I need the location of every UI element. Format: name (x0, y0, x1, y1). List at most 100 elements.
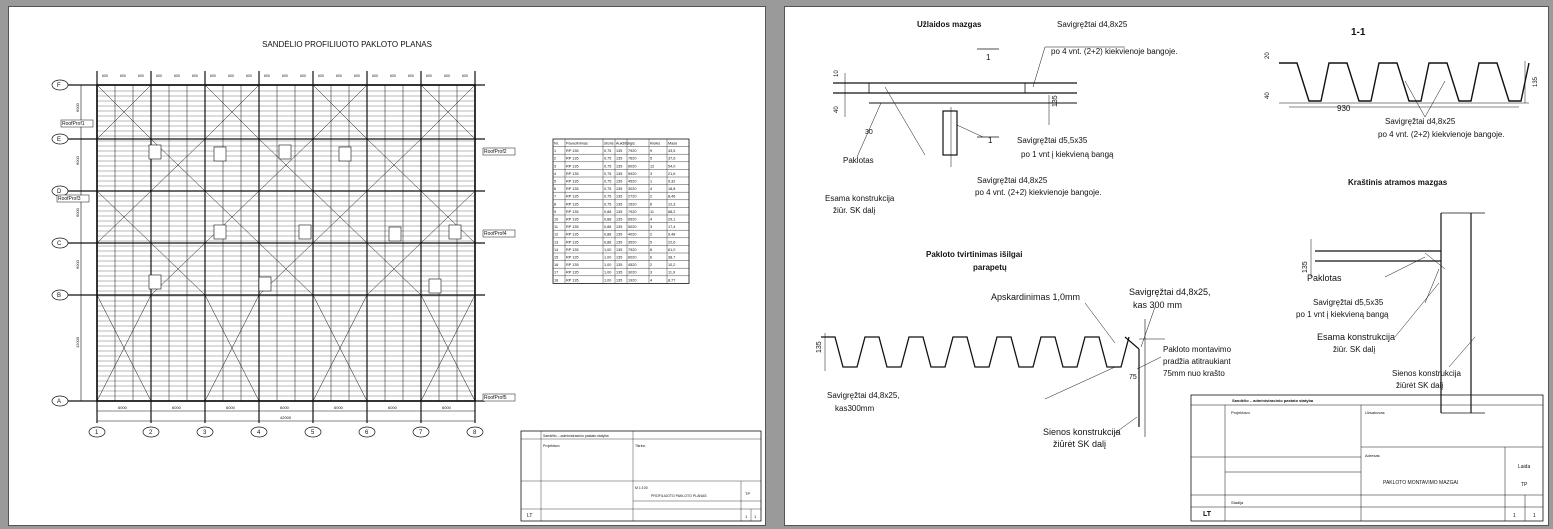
table-cell: 6 (554, 187, 556, 191)
table-cell: 6 (650, 256, 652, 260)
title-block-right: Sandėlio – administracinio pastato staty… (1190, 394, 1544, 522)
tb-scale: M 1:100 (635, 486, 648, 490)
detail3-screw-b: po 1 vnt į kiekvieną bangą (1296, 310, 1389, 319)
table-cell: 4 (650, 278, 652, 282)
tbR-sheet-label: Laida (1518, 464, 1530, 470)
detail3-title: Kraštinis atramos mazgas (1348, 178, 1448, 187)
roof-tag: RoofProf2 (484, 149, 507, 155)
table-cell: 1 (650, 180, 652, 184)
bracing (96, 84, 152, 140)
table-cell: RP 135 (566, 149, 579, 153)
tbR-stage: TP (1521, 482, 1528, 488)
table-cell: RP 135 (566, 263, 579, 267)
detail1-screw1b: po 4 vnt. (2+2) kiekvienoje bangoje. (1051, 47, 1178, 56)
tbR-designer: Projektavo (1231, 410, 1251, 415)
table-cell: 18,8 (668, 187, 675, 191)
table-cell: 5020 (628, 225, 636, 229)
tb-sheet: 1 (745, 514, 748, 519)
table-cell: 0,75 (604, 187, 611, 191)
bracing (420, 84, 476, 140)
opening (338, 146, 352, 162)
table-header: Masė (668, 142, 677, 146)
table-cell: RP 135 (566, 180, 579, 184)
table-cell: 4520 (628, 180, 636, 184)
table-cell: 61,0 (668, 248, 675, 252)
axis-label-col: 2 (149, 430, 153, 436)
axis-label-row: D (57, 189, 62, 195)
roof-tag-box (60, 119, 94, 128)
detail2-title-b: parapetų (973, 263, 1007, 272)
axis-bubble-row (51, 237, 69, 249)
table-cell: 8,46 (668, 195, 675, 199)
dim-text-total: 42000 (280, 415, 292, 420)
table-cell: RP 135 (566, 164, 579, 168)
table-cell: 135 (616, 149, 622, 153)
leader (1384, 256, 1426, 278)
detail1-screw2b: po 1 vnt į kiekvieną bangą (1021, 150, 1114, 159)
bracing (366, 138, 422, 192)
opening (298, 224, 312, 240)
table-cell: RP 135 (566, 271, 579, 275)
table-cell: 0,88 (604, 233, 611, 237)
axis-bubble-row (51, 289, 69, 301)
table-cell: 12,3 (668, 202, 675, 206)
table-cell: 6520 (628, 218, 636, 222)
bracing (366, 242, 422, 296)
table-header: Nr. (554, 142, 559, 146)
table-header: Pavadinimas (566, 142, 588, 146)
detail1-dim-40: 40 (834, 106, 840, 113)
table-cell: 135 (616, 210, 622, 214)
title-block: Sandėlio – administracinio pastato staty… (520, 430, 762, 522)
axis-bubble-col (196, 426, 214, 438)
axis-label-col: 1 (95, 430, 99, 436)
dim-text-top: 600 (336, 74, 342, 78)
table-cell: 1,00 (604, 278, 611, 282)
table-cell: 135 (616, 225, 622, 229)
parapet-profile (821, 336, 1130, 368)
table-cell: 2720 (628, 195, 636, 199)
dim-text-row: 12000 (75, 336, 80, 348)
detail3-deck: Paklotas (1307, 273, 1342, 283)
table-cell: RP 135 (566, 187, 579, 191)
axis-bubble-row (51, 79, 69, 91)
table-cell: 135 (616, 271, 622, 275)
table-cell: 12 (650, 164, 654, 168)
dim-text-row: 6000 (75, 102, 80, 112)
dim-text-col: 6000 (118, 405, 128, 410)
leader (1044, 366, 1116, 400)
dim-text-top: 600 (390, 74, 396, 78)
roof-tag: RoofProf5 (484, 395, 507, 401)
table-cell: 1,00 (604, 248, 611, 252)
section-dim-20: 20 (1265, 52, 1271, 59)
axis-label-row: C (57, 241, 62, 247)
table-cell: 1 (554, 149, 556, 153)
table-cell: 0,75 (604, 157, 611, 161)
table-cell: 11 (554, 225, 558, 229)
dim-text-top: 600 (300, 74, 306, 78)
tb-sheets: 1 (754, 514, 757, 519)
table-cell: 3 (554, 164, 556, 168)
table-cell: 6 (650, 202, 652, 206)
table-cell: 5 (554, 180, 556, 184)
detail3-existing-b: žiūr. SK dalį (1333, 345, 1375, 354)
detail3-wall-b: žiūrėt SK dalį (1396, 381, 1443, 390)
detail1-screw3b: po 4 vnt. (2+2) kiekvienoje bangoje. (975, 188, 1102, 197)
section-1-1: 1-1 20 40 930 135 Savigręžtai d4,8x25 po… (1265, 27, 1539, 139)
tb-sheet-title: PROFILIUOTO PAKLOTO PLANAS (651, 494, 707, 498)
detail2-wall-b: žiūrėt SK dalį (1053, 439, 1106, 449)
table-cell: 68,2 (668, 210, 675, 214)
table-cell: 0,88 (604, 218, 611, 222)
leader (1140, 306, 1156, 348)
section-screw: Savigręžtai d4,8x25 (1385, 117, 1456, 126)
plan-title: SANDĖLIO PROFILIUOTO PAKLOTO PLANAS (262, 40, 432, 49)
dim-text-top: 600 (462, 74, 468, 78)
table-cell: 1920 (628, 278, 636, 282)
table-cell: 135 (616, 157, 622, 161)
axis-bubble-col (88, 426, 106, 438)
table-cell: 135 (616, 187, 622, 191)
tb-checked: Tikrino (635, 444, 645, 448)
table-cell: 10,2 (668, 263, 675, 267)
detail2-screw-bottom: Savigręžtai d4,8x25, (827, 391, 900, 400)
detail1-dim-30: 30 (865, 129, 873, 136)
